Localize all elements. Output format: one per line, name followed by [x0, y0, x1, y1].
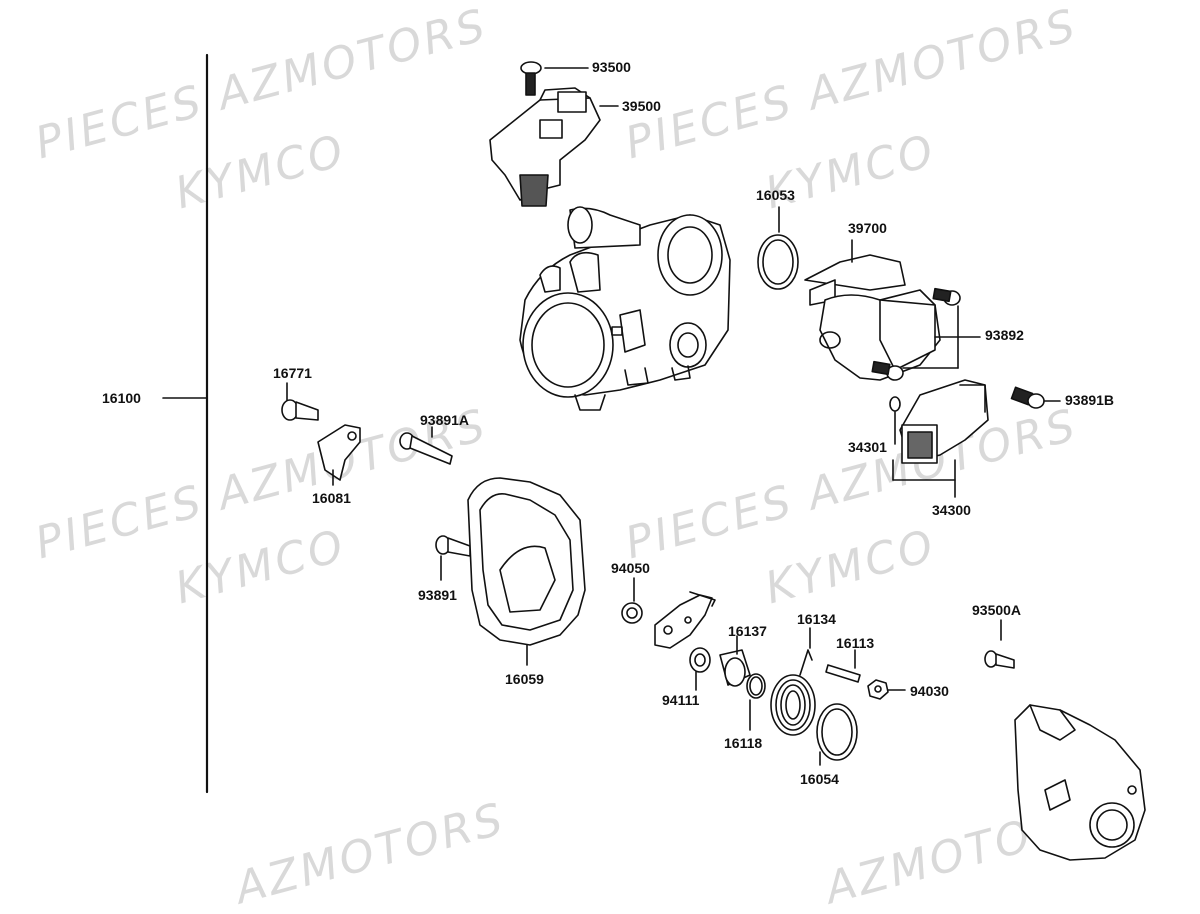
- part-label-93891A: 93891A: [420, 412, 470, 428]
- pin-16113: [825, 649, 861, 683]
- part-label-16771: 16771: [273, 365, 312, 381]
- bushing-16137: [719, 635, 751, 687]
- washer-94111: [689, 647, 711, 691]
- bolt-16771: [281, 382, 319, 421]
- part-label-34300: 34300: [932, 502, 971, 518]
- bracket-16081: [317, 424, 361, 486]
- end-cover: [1014, 704, 1146, 861]
- part-label-39500: 39500: [622, 98, 661, 114]
- nut-94050: [621, 577, 643, 624]
- cover-16059: [467, 477, 586, 666]
- part-label-16059: 16059: [505, 671, 544, 687]
- throttle-body: [519, 206, 731, 411]
- screws-93892: [871, 287, 981, 381]
- part-label-16054: 16054: [800, 771, 839, 787]
- part-label-94030: 94030: [910, 683, 949, 699]
- part-label-16081: 16081: [312, 490, 351, 506]
- part-label-93500: 93500: [592, 59, 631, 75]
- screw-93500: [520, 61, 589, 96]
- idle-valve-39700: [804, 239, 941, 381]
- ring-16118: [746, 673, 766, 731]
- throttle-lever: [654, 591, 716, 649]
- o-ring-16054: [816, 703, 858, 766]
- part-label-39700: 39700: [848, 220, 887, 236]
- spring-16134: [770, 627, 816, 736]
- part-label-93891B: 93891B: [1065, 392, 1115, 408]
- part-label-94050: 94050: [611, 560, 650, 576]
- part-label-16113: 16113: [836, 635, 875, 651]
- nut-94030: [867, 679, 906, 700]
- part-label-16053: 16053: [756, 187, 795, 203]
- o-ring-16053: [757, 206, 799, 290]
- part-label-16137: 16137: [728, 623, 767, 639]
- part-label-16100: 16100: [102, 390, 141, 406]
- screw-93500A: [984, 619, 1015, 669]
- bolt-93891: [435, 535, 471, 581]
- part-label-34301: 34301: [848, 439, 887, 455]
- part-label-16134: 16134: [797, 611, 836, 627]
- bolt-93891A: [399, 426, 453, 465]
- part-label-93891: 93891: [418, 587, 457, 603]
- map-sensor-39500: [489, 87, 619, 207]
- part-label-93500A: 93500A: [972, 602, 1022, 618]
- part-label-94111: 94111: [662, 692, 700, 708]
- sensor-34300: [889, 379, 989, 498]
- part-label-16118: 16118: [724, 735, 763, 751]
- part-label-93892: 93892: [985, 327, 1024, 343]
- screw-93891B: [1010, 386, 1061, 409]
